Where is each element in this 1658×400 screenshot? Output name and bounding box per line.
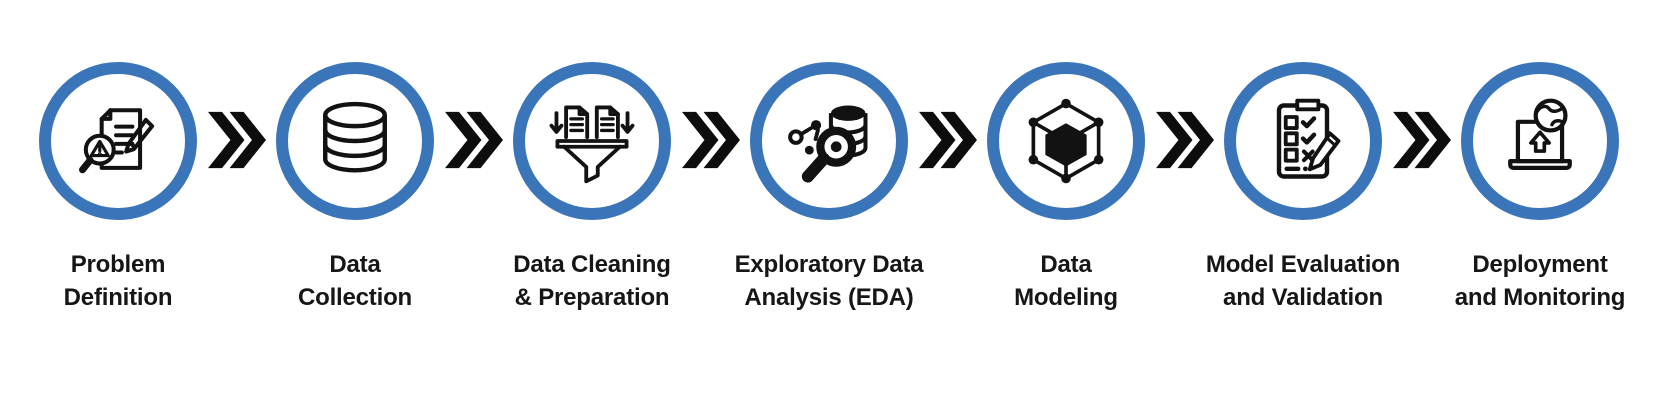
step-label-line2: Analysis (EDA) — [744, 284, 914, 311]
step-label-line1: Problem — [70, 251, 166, 278]
step-label-line2: Definition — [63, 284, 173, 311]
step-label: Problem Definition — [64, 248, 173, 314]
step-label-line2: and Validation — [1223, 284, 1383, 311]
document-alert-magnifier-icon — [70, 93, 166, 189]
double-chevron-right-icon — [918, 110, 977, 170]
step-label-line1: Exploratory Data — [734, 251, 924, 278]
step-circle — [1224, 62, 1382, 220]
step-label-line1: Deployment — [1472, 251, 1608, 278]
step-exploratory-data-analysis: Exploratory Data Analysis (EDA) — [726, 62, 933, 314]
step-label-line2: & Preparation — [514, 284, 670, 311]
step-circle — [1461, 62, 1619, 220]
double-chevron-right-icon — [444, 110, 503, 170]
cube-network-icon — [1018, 93, 1114, 189]
clipboard-checklist-pencil-icon — [1255, 93, 1351, 189]
laptop-upload-globe-icon — [1492, 93, 1588, 189]
step-label: Deployment and Monitoring — [1455, 248, 1626, 314]
step-label-line2: and Monitoring — [1454, 284, 1626, 311]
step-label-line1: Data Cleaning — [513, 251, 671, 278]
step-deployment-monitoring: Deployment and Monitoring — [1437, 62, 1644, 314]
step-label-line2: Modeling — [1014, 284, 1118, 311]
step-label-line1: Data — [1040, 251, 1092, 278]
connector — [918, 110, 977, 170]
double-chevron-right-icon — [1155, 110, 1214, 170]
magnifier-database-nodes-icon — [781, 93, 877, 189]
step-circle — [513, 62, 671, 220]
step-label-line1: Model Evaluation — [1205, 251, 1401, 278]
step-label-line2: Collection — [297, 284, 412, 311]
step-circle — [750, 62, 908, 220]
step-data-modeling: Data Modeling — [963, 62, 1170, 314]
double-chevron-right-icon — [1392, 110, 1451, 170]
connector — [207, 110, 266, 170]
database-icon — [307, 93, 403, 189]
connector — [1155, 110, 1214, 170]
double-chevron-right-icon — [681, 110, 740, 170]
step-label: Data Modeling — [1014, 248, 1118, 314]
double-chevron-right-icon — [207, 110, 266, 170]
funnel-documents-icon — [544, 93, 640, 189]
step-data-cleaning-preparation: Data Cleaning & Preparation — [489, 62, 696, 314]
step-circle — [987, 62, 1145, 220]
connector — [444, 110, 503, 170]
connector — [681, 110, 740, 170]
step-model-evaluation-validation: Model Evaluation and Validation — [1200, 62, 1407, 314]
step-label-line1: Data — [329, 251, 381, 278]
step-circle — [276, 62, 434, 220]
connector — [1392, 110, 1451, 170]
step-problem-definition: Problem Definition — [15, 62, 222, 314]
step-label: Data Cleaning & Preparation — [513, 248, 671, 314]
step-circle — [39, 62, 197, 220]
step-label: Exploratory Data Analysis (EDA) — [735, 248, 924, 314]
step-label: Data Collection — [298, 248, 412, 314]
step-label: Model Evaluation and Validation — [1206, 248, 1400, 314]
step-data-collection: Data Collection — [252, 62, 459, 314]
